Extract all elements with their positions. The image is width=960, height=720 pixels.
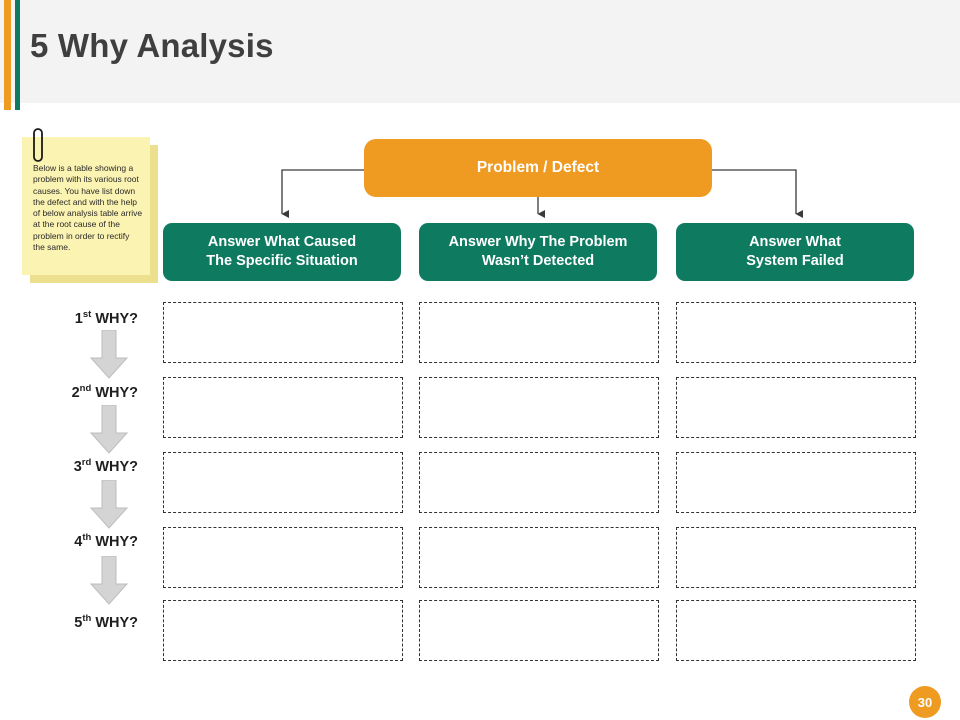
- column-header-2[interactable]: Answer Why The Problem Wasn’t Detected: [419, 223, 657, 281]
- why-suffix-5: th: [82, 613, 92, 624]
- why-suffix-4: th: [82, 532, 92, 543]
- slide-header: [0, 0, 960, 103]
- column-header-1-line1: Answer What Caused: [207, 234, 357, 250]
- down-arrow-icon-4: [89, 556, 129, 605]
- why-suffix-2: nd: [79, 383, 92, 394]
- why-suffix-3: rd: [81, 457, 92, 468]
- down-arrow-icon-3: [89, 480, 129, 529]
- answer-cell-r4c1[interactable]: [163, 527, 403, 588]
- page-title: 5 Why Analysis: [30, 27, 274, 64]
- column-header-2-line2: Wasn’t Detected: [481, 253, 595, 269]
- why-ordinal-5: 5: [74, 614, 83, 631]
- paperclip-icon: [33, 128, 43, 162]
- answer-cell-r3c2[interactable]: [419, 452, 659, 513]
- sticky-note-text: Below is a table showing a problem with …: [33, 163, 143, 253]
- page-number-badge: 30: [909, 686, 941, 718]
- answer-cell-r3c1[interactable]: [163, 452, 403, 513]
- column-header-3[interactable]: Answer What System Failed: [676, 223, 914, 281]
- sticky-note: [22, 137, 150, 275]
- why-text-5: WHY?: [95, 614, 138, 631]
- why-text-1: WHY?: [95, 310, 138, 327]
- answer-cell-r4c2[interactable]: [419, 527, 659, 588]
- down-arrow-icon-1: [89, 330, 129, 379]
- down-arrow-icon-2: [89, 405, 129, 454]
- column-header-3-line1: Answer What: [749, 234, 841, 250]
- answer-cell-r4c3[interactable]: [676, 527, 916, 588]
- answer-cell-r5c3[interactable]: [676, 600, 916, 661]
- why-text-4: WHY?: [95, 533, 138, 550]
- why-ordinal-3: 3: [73, 458, 82, 475]
- answer-cell-r3c3[interactable]: [676, 452, 916, 513]
- column-header-2-line1: Answer Why The Problem: [448, 234, 628, 250]
- answer-cell-r1c2[interactable]: [419, 302, 659, 363]
- problem-defect-box[interactable]: Problem / Defect: [364, 139, 712, 197]
- accent-bar-green: [15, 0, 20, 110]
- why-label-1: 1st WHY?: [28, 309, 138, 327]
- answer-cell-r2c2[interactable]: [419, 377, 659, 438]
- why-ordinal-1: 1: [74, 310, 83, 327]
- why-label-5: 5th WHY?: [28, 613, 138, 631]
- why-label-3: 3rd WHY?: [28, 457, 138, 475]
- column-header-1-line2: The Specific Situation: [206, 253, 358, 269]
- answer-cell-r2c3[interactable]: [676, 377, 916, 438]
- why-text-3: WHY?: [95, 458, 138, 475]
- why-label-4: 4th WHY?: [28, 532, 138, 550]
- why-suffix-1: st: [82, 309, 92, 320]
- column-header-1[interactable]: Answer What Caused The Specific Situatio…: [163, 223, 401, 281]
- accent-bar-orange: [4, 0, 11, 110]
- answer-cell-r5c1[interactable]: [163, 600, 403, 661]
- why-text-2: WHY?: [95, 384, 138, 401]
- why-ordinal-2: 2: [71, 384, 80, 401]
- why-ordinal-4: 4: [74, 533, 83, 550]
- answer-cell-r1c3[interactable]: [676, 302, 916, 363]
- answer-cell-r2c1[interactable]: [163, 377, 403, 438]
- column-header-3-line2: System Failed: [746, 253, 844, 269]
- problem-defect-label: Problem / Defect: [476, 159, 600, 176]
- answer-cell-r5c2[interactable]: [419, 600, 659, 661]
- answer-cell-r1c1[interactable]: [163, 302, 403, 363]
- why-label-2: 2nd WHY?: [28, 383, 138, 401]
